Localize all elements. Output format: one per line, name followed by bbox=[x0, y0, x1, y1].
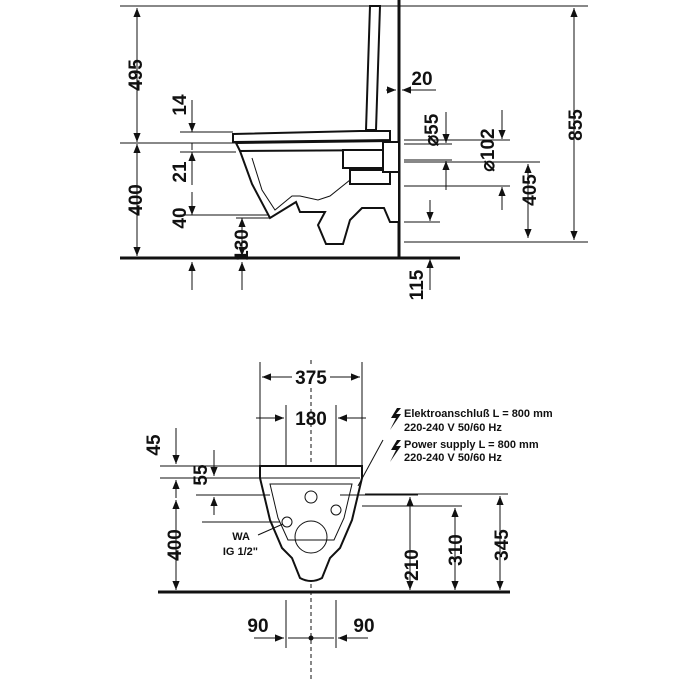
connector-upper bbox=[304, 490, 318, 504]
dim-45: 45 bbox=[144, 434, 165, 456]
outlet-circle bbox=[294, 520, 328, 554]
dim-20: 20 bbox=[411, 69, 432, 90]
dim-90-right: 90 bbox=[353, 616, 374, 637]
dim-dia-55: ⌀55 bbox=[422, 113, 443, 146]
power-note-en-1: Power supply L = 800 mm bbox=[404, 439, 539, 451]
dim-210: 210 bbox=[402, 549, 423, 581]
bowl-front-inner bbox=[269, 483, 353, 541]
dim-21: 21 bbox=[170, 161, 191, 183]
dim-130: 130 bbox=[232, 229, 253, 261]
dim-400-front: 400 bbox=[165, 529, 186, 561]
frame-rod bbox=[364, 5, 382, 131]
power-note-en-2: 220-240 V 50/60 Hz bbox=[404, 452, 502, 464]
front-view: 375 180 45 55 400 WA IG 1/2" bbox=[144, 360, 553, 680]
power-note-de-1: Elektroanschluß L = 800 mm bbox=[404, 408, 553, 420]
dim-90-left: 90 bbox=[247, 616, 268, 637]
wa-leader bbox=[257, 523, 284, 536]
seat-lid bbox=[232, 130, 391, 144]
dim-40: 40 bbox=[170, 207, 191, 228]
wa-thread-label: IG 1/2" bbox=[223, 546, 258, 558]
dim-405: 405 bbox=[520, 174, 541, 206]
power-leader bbox=[357, 439, 384, 487]
connector-box-rear bbox=[382, 141, 400, 173]
dim-400-side: 400 bbox=[126, 184, 147, 216]
bowl-inner bbox=[251, 157, 365, 211]
side-view: 495 400 14 21 40 130 20 ⌀55 ⌀10 bbox=[120, 0, 588, 300]
connector-left bbox=[281, 516, 293, 528]
lightning-bolt-icon bbox=[390, 408, 401, 430]
lightning-bolt-icon bbox=[390, 440, 401, 462]
connector-box-lower bbox=[349, 169, 391, 185]
wa-label: WA bbox=[232, 531, 250, 543]
bowl-front bbox=[259, 465, 363, 582]
dim-495: 495 bbox=[126, 59, 147, 91]
dim-180: 180 bbox=[295, 409, 327, 430]
dim-55-front: 55 bbox=[191, 464, 212, 486]
connector-right bbox=[330, 504, 342, 516]
dim-375: 375 bbox=[295, 368, 327, 389]
dim-855: 855 bbox=[566, 109, 587, 141]
dim-115: 115 bbox=[407, 269, 428, 300]
power-note-de-2: 220-240 V 50/60 Hz bbox=[404, 422, 502, 434]
dim-14: 14 bbox=[170, 94, 191, 116]
dim-dia-102: ⌀102 bbox=[478, 128, 499, 171]
dim-345: 345 bbox=[492, 529, 513, 561]
dim-310: 310 bbox=[446, 534, 467, 566]
